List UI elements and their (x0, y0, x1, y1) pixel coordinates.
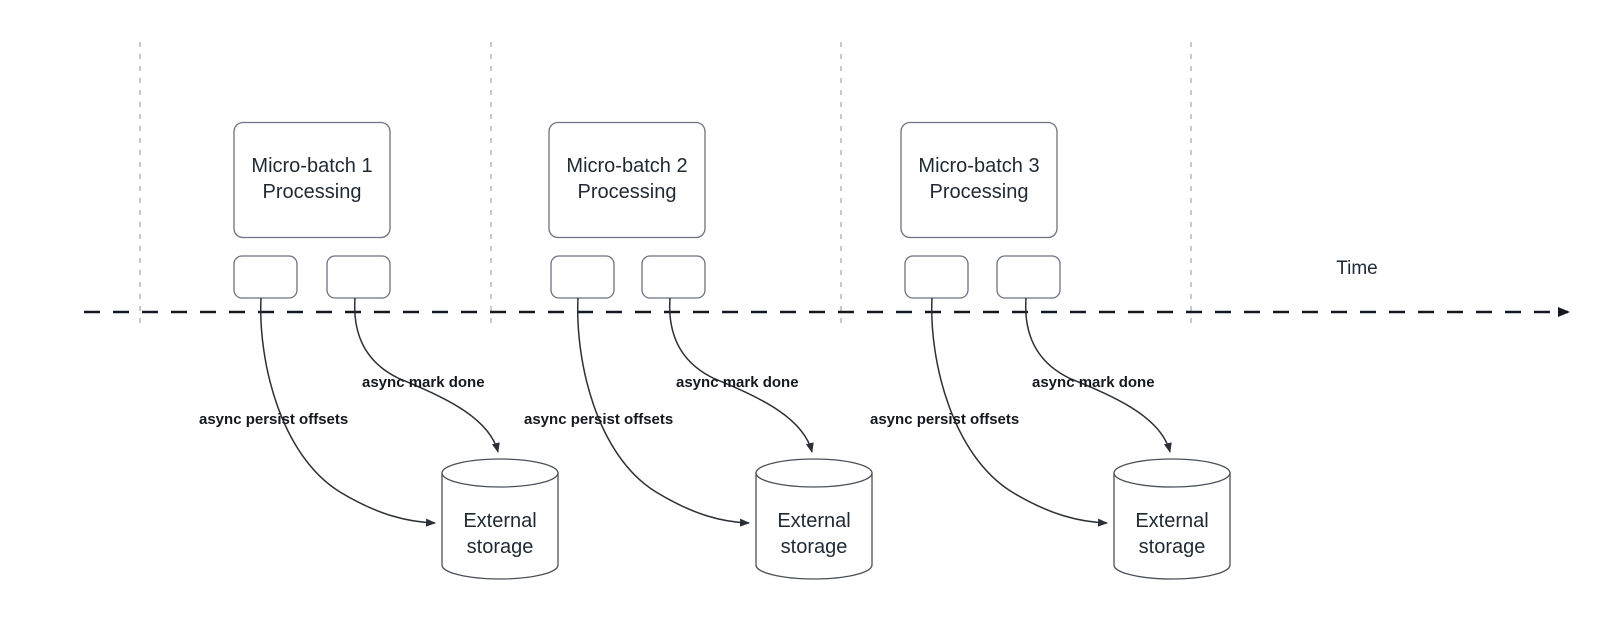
micro-batch-1-label-line2: Processing (263, 181, 362, 203)
group-3-mark-done-arrow (1024, 297, 1172, 453)
group-1-persist-offsets-label: async persist offsets (199, 411, 348, 428)
group-2-storage-label-line1: External (777, 510, 850, 532)
group-3: Micro-batch 3 Processing async persist o… (870, 121, 1231, 580)
group-1-storage-label-line1: External (463, 510, 536, 532)
micro-batch-3-label-line2: Processing (930, 181, 1029, 203)
micro-batch-3-label-line1: Micro-batch 3 (918, 155, 1039, 177)
group-2: Micro-batch 2 Processing async persist o… (524, 121, 873, 580)
group-1-cylinder-body (441, 472, 559, 580)
micro-batch-1-label-line1: Micro-batch 1 (251, 155, 372, 177)
group-2-task-box-1[interactable] (550, 255, 615, 299)
group-3-persist-offsets-arrow (930, 297, 1108, 527)
micro-batch-1-rect[interactable] (233, 121, 391, 239)
group-3-external-storage[interactable]: External storage (1113, 458, 1231, 580)
micro-batch-2-box[interactable]: Micro-batch 2 Processing (548, 121, 706, 239)
group-2-cylinder-top (755, 458, 873, 488)
guide-lines (139, 42, 1192, 330)
group-1-mark-done-arrow (353, 297, 500, 453)
micro-batch-3-rect[interactable] (900, 121, 1058, 239)
group-2-persist-offsets-arrow (576, 297, 750, 527)
group-2-mark-done-label: async mark done (676, 374, 799, 391)
group-1: Micro-batch 1 Processing async persist o… (199, 121, 559, 580)
group-3-cylinder-body (1113, 472, 1231, 580)
group-2-cylinder-body (755, 472, 873, 580)
group-2-storage-label-line2: storage (781, 536, 848, 558)
group-3-cylinder-top (1113, 458, 1231, 488)
group-1-task-box-1[interactable] (233, 255, 298, 299)
group-1-cylinder-top (441, 458, 559, 488)
time-axis-label: Time (1336, 258, 1378, 279)
group-2-mark-done-arrow (668, 297, 814, 453)
micro-batch-2-rect[interactable] (548, 121, 706, 239)
group-2-external-storage[interactable]: External storage (755, 458, 873, 580)
group-3-task-box-2[interactable] (996, 255, 1061, 299)
group-1-task-box-2[interactable] (326, 255, 391, 299)
group-3-storage-label-line1: External (1135, 510, 1208, 532)
group-1-storage-label-line2: storage (467, 536, 534, 558)
group-3-task-box-1[interactable] (904, 255, 969, 299)
group-2-task-box-2[interactable] (641, 255, 706, 299)
group-1-mark-done-label: async mark done (362, 374, 485, 391)
micro-batch-3-box[interactable]: Micro-batch 3 Processing (900, 121, 1058, 239)
micro-batch-2-label-line1: Micro-batch 2 (566, 155, 687, 177)
time-axis: Time (84, 258, 1570, 317)
group-3-persist-offsets-label: async persist offsets (870, 411, 1019, 428)
group-3-mark-done-label: async mark done (1032, 374, 1155, 391)
group-3-storage-label-line2: storage (1139, 536, 1206, 558)
micro-batch-2-label-line2: Processing (578, 181, 677, 203)
micro-batch-1-box[interactable]: Micro-batch 1 Processing (233, 121, 391, 239)
group-2-persist-offsets-label: async persist offsets (524, 411, 673, 428)
group-1-external-storage[interactable]: External storage (441, 458, 559, 580)
group-1-persist-offsets-arrow (259, 297, 436, 527)
